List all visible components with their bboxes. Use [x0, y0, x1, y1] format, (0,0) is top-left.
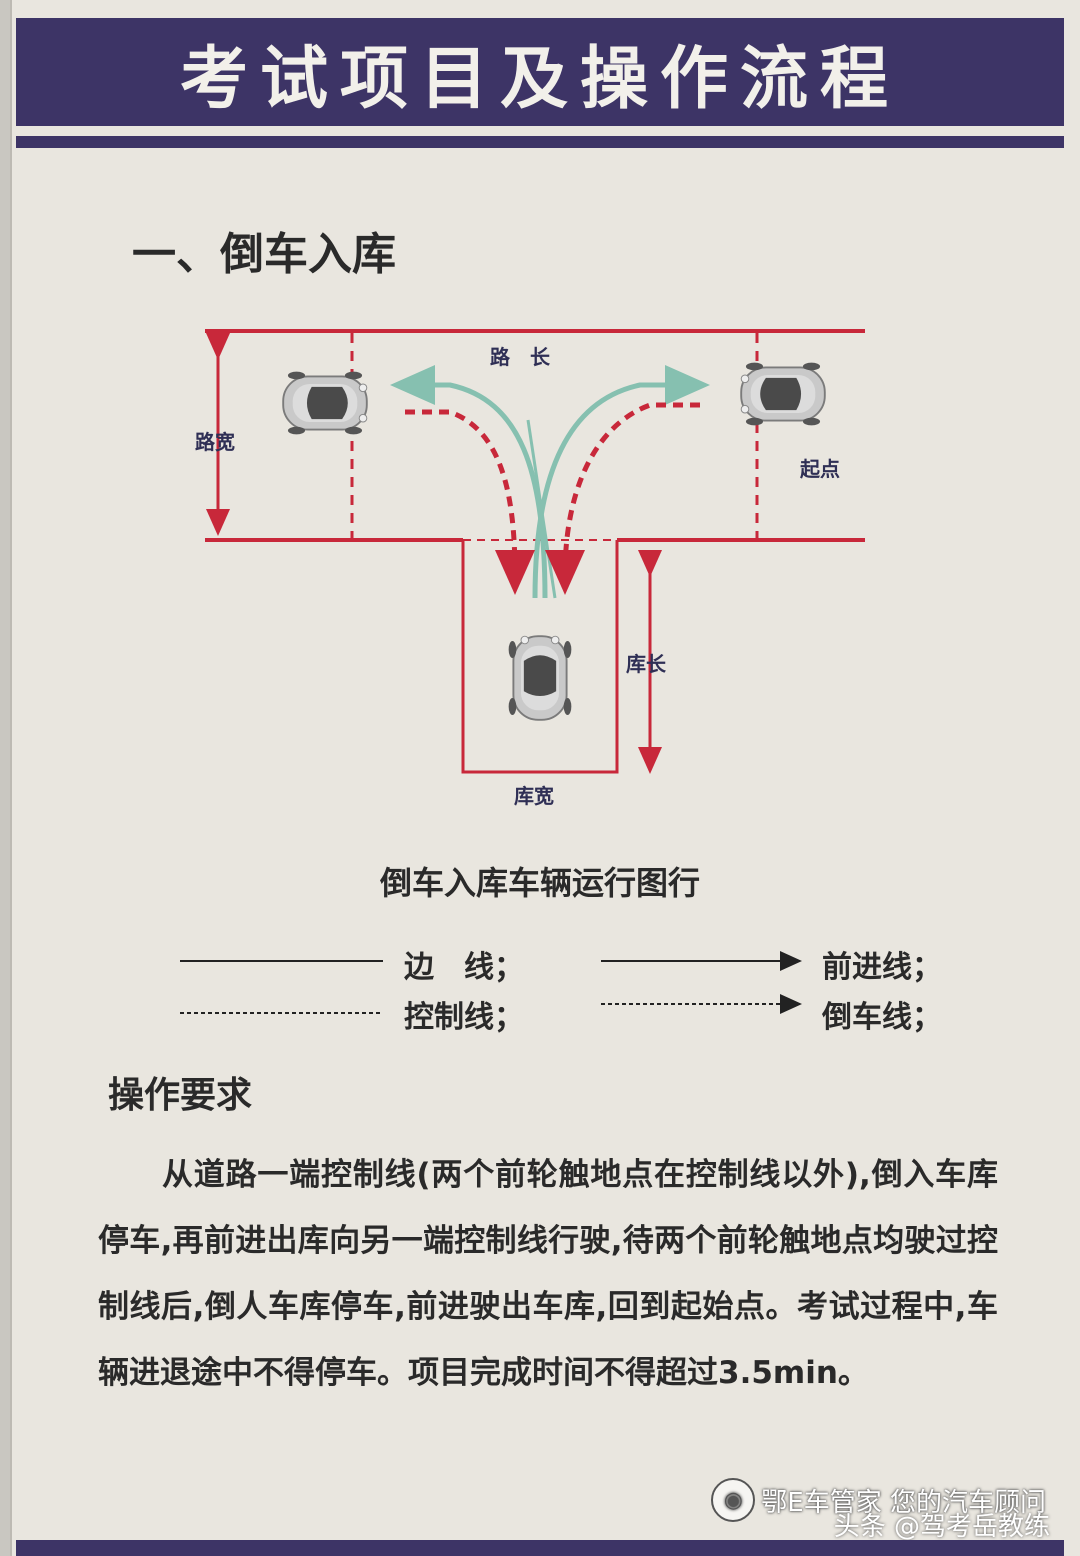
- watermark-line2: 头条 @驾考岳教练: [833, 1512, 1050, 1542]
- forward-line-right: [532, 365, 710, 599]
- garage-width-label: 库宽: [514, 784, 554, 808]
- car-icon: [282, 370, 368, 436]
- wechat-icon: ◉: [711, 1478, 756, 1522]
- watermark: ◉ 鄂E车管家 您的汽车顾问: [711, 1478, 1046, 1522]
- garage-length-label: 库长: [626, 652, 666, 676]
- road-width-label: 路宽: [195, 430, 235, 454]
- diagram-caption: 倒车入库车辆运行图行: [379, 864, 700, 902]
- legend-control-line: 控制线；: [404, 1000, 524, 1035]
- header-banner: 考试项目及操作流程: [16, 18, 1064, 126]
- requirements-title: 操作要求: [108, 1075, 253, 1116]
- forward-line-left: [390, 365, 548, 599]
- bottom-bar: [16, 1540, 1064, 1556]
- section-title: 一、倒车入库: [132, 229, 396, 280]
- start-point-label: 起点: [800, 457, 840, 481]
- requirements-body: 从道路一端控制线(两个前轮触地点在控制线以外),倒入车库停车,再前进出库向另一端…: [98, 1157, 998, 1391]
- legend-forward-line: 前进线；: [822, 950, 942, 985]
- poster-board: [10, 0, 1080, 1556]
- car-icon: [507, 635, 573, 721]
- legend-edge-line: 边 线；: [404, 950, 524, 985]
- reverse-line-left: [405, 409, 535, 595]
- watermark-line1: 鄂E车管家 您的汽车顾问: [761, 1487, 1046, 1518]
- forward-line-center: [526, 419, 557, 599]
- page-title: 考试项目及操作流程: [179, 39, 900, 119]
- road-length-label: 路 长: [490, 345, 550, 369]
- car-icon: [740, 361, 826, 427]
- header-rule: [16, 136, 1064, 148]
- legend-reverse-line: 倒车线；: [822, 1000, 942, 1035]
- garage-outline: [461, 540, 619, 774]
- reverse-line-right: [545, 402, 700, 595]
